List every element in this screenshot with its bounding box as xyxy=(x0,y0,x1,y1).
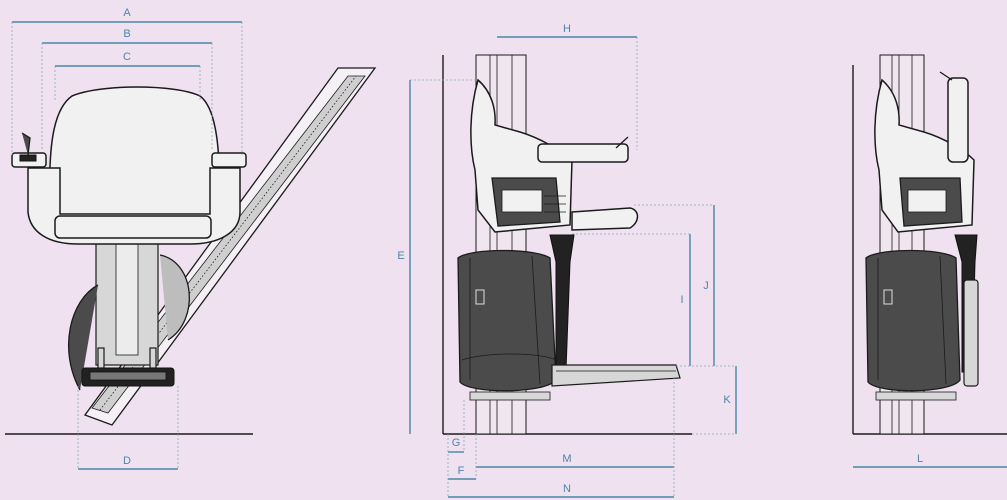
side-dimensions xyxy=(409,36,737,498)
dimension-label-a: A xyxy=(123,7,131,19)
dimension-label-k: K xyxy=(723,394,731,406)
front-view: A B C D xyxy=(5,7,377,470)
dimension-label-d: D xyxy=(123,455,131,467)
front-joystick xyxy=(21,132,31,156)
dimension-label-e: E xyxy=(397,250,404,262)
front-dimensions xyxy=(11,21,243,470)
side-footrest xyxy=(551,364,681,387)
dimension-label-i: I xyxy=(680,294,683,306)
folded-joystick xyxy=(939,71,953,81)
front-cable-guard xyxy=(68,284,99,391)
side-armrest xyxy=(537,143,629,163)
front-seat-back xyxy=(48,86,220,216)
front-right-armrest xyxy=(211,152,247,168)
dimension-label-g: G xyxy=(452,437,461,449)
dimension-label-l: L xyxy=(917,453,923,465)
dimension-label-c: C xyxy=(123,51,131,63)
dimension-label-m: M xyxy=(562,453,571,465)
side-view-folded: L xyxy=(852,54,1007,468)
dimension-label-f: F xyxy=(458,465,465,477)
dimension-label-j: J xyxy=(703,280,709,292)
side-view-unfolded: H E I J K G F M N xyxy=(397,23,737,498)
dimension-label-n: N xyxy=(563,483,571,495)
side-joystick xyxy=(615,136,629,149)
dimension-label-h: H xyxy=(563,23,571,35)
side-chassis xyxy=(457,249,557,392)
folded-armrest xyxy=(947,77,969,163)
folded-chassis xyxy=(865,249,961,392)
side-seat-cushion xyxy=(571,207,639,231)
dimension-label-b: B xyxy=(123,28,130,40)
folded-footrest xyxy=(963,279,979,387)
